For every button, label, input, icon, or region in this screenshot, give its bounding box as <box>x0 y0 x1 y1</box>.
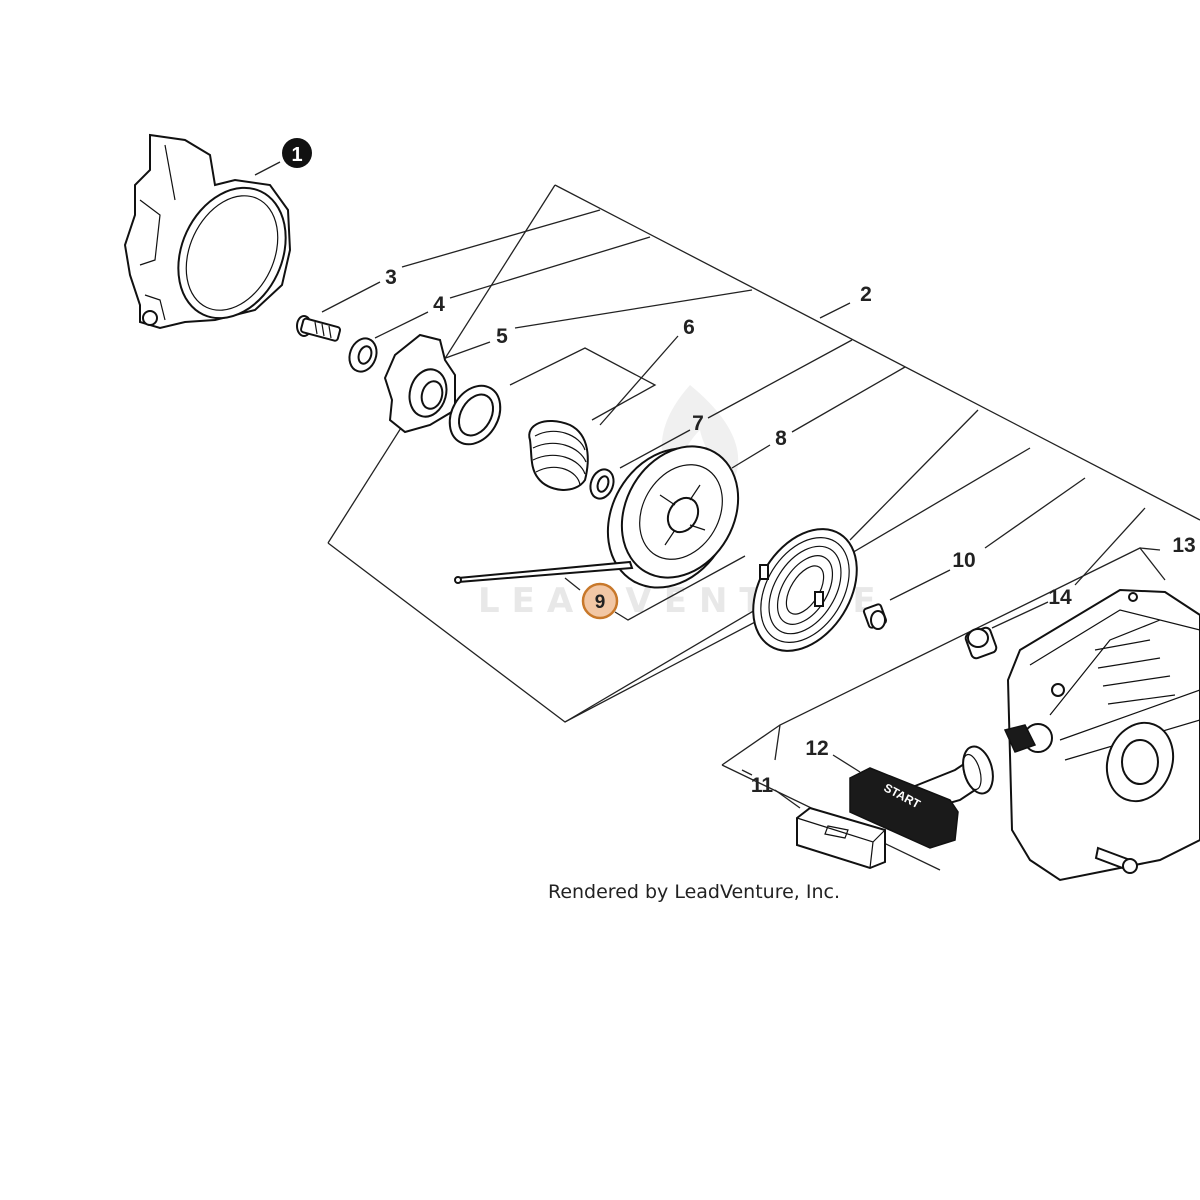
callout-1[interactable]: 1 <box>282 138 312 168</box>
part-14-collar <box>964 626 998 660</box>
callout-3[interactable]: 3 <box>385 266 397 289</box>
callout-14[interactable]: 14 <box>1048 586 1072 609</box>
part-12-handle: START <box>849 745 994 849</box>
callout-14-label: 14 <box>1048 586 1072 609</box>
part-spring <box>528 420 589 491</box>
part-3-screw <box>296 315 342 342</box>
callout-8-label: 8 <box>775 427 787 450</box>
callout-4-label: 4 <box>433 293 445 316</box>
part-1-housing <box>123 133 292 330</box>
callout-4[interactable]: 4 <box>433 293 445 316</box>
callout-11[interactable]: 11 <box>751 774 774 797</box>
part-9-rewind-spring <box>752 528 858 652</box>
callout-12[interactable]: 12 <box>805 737 828 760</box>
callout-9[interactable]: 9 <box>581 582 619 620</box>
callout-12-label: 12 <box>805 737 828 760</box>
callout-7[interactable]: 7 <box>692 412 704 435</box>
part-8-pulley <box>454 445 740 589</box>
callout-3-label: 3 <box>385 266 397 289</box>
callout-5-label: 5 <box>496 325 508 348</box>
callout-11-label: 11 <box>751 774 774 797</box>
callout-8[interactable]: 8 <box>775 427 787 450</box>
callout-13-label: 13 <box>1172 534 1195 557</box>
part-7-washer <box>589 468 615 500</box>
callout-5[interactable]: 5 <box>496 325 508 348</box>
part-5-ratchet <box>383 333 456 434</box>
part-4-washer <box>348 337 378 373</box>
render-credit: Rendered by LeadVenture, Inc. <box>548 881 840 903</box>
callout-10[interactable]: 10 <box>952 549 975 572</box>
callout-9-label: 9 <box>595 592 606 613</box>
part-10-bushing <box>862 603 888 630</box>
part-6-washer <box>448 384 502 446</box>
callout-6-label: 6 <box>683 316 695 339</box>
callout-13[interactable]: 13 <box>1172 534 1195 557</box>
callout-2-label: 2 <box>860 283 872 306</box>
callout-7-label: 7 <box>692 412 704 435</box>
callout-1-label: 1 <box>291 144 302 166</box>
callout-6[interactable]: 6 <box>683 316 695 339</box>
callout-10-label: 10 <box>952 549 975 572</box>
callout-2[interactable]: 2 <box>860 283 872 306</box>
part-11-grip <box>796 806 886 870</box>
part-13-starter-cover <box>1003 588 1200 882</box>
